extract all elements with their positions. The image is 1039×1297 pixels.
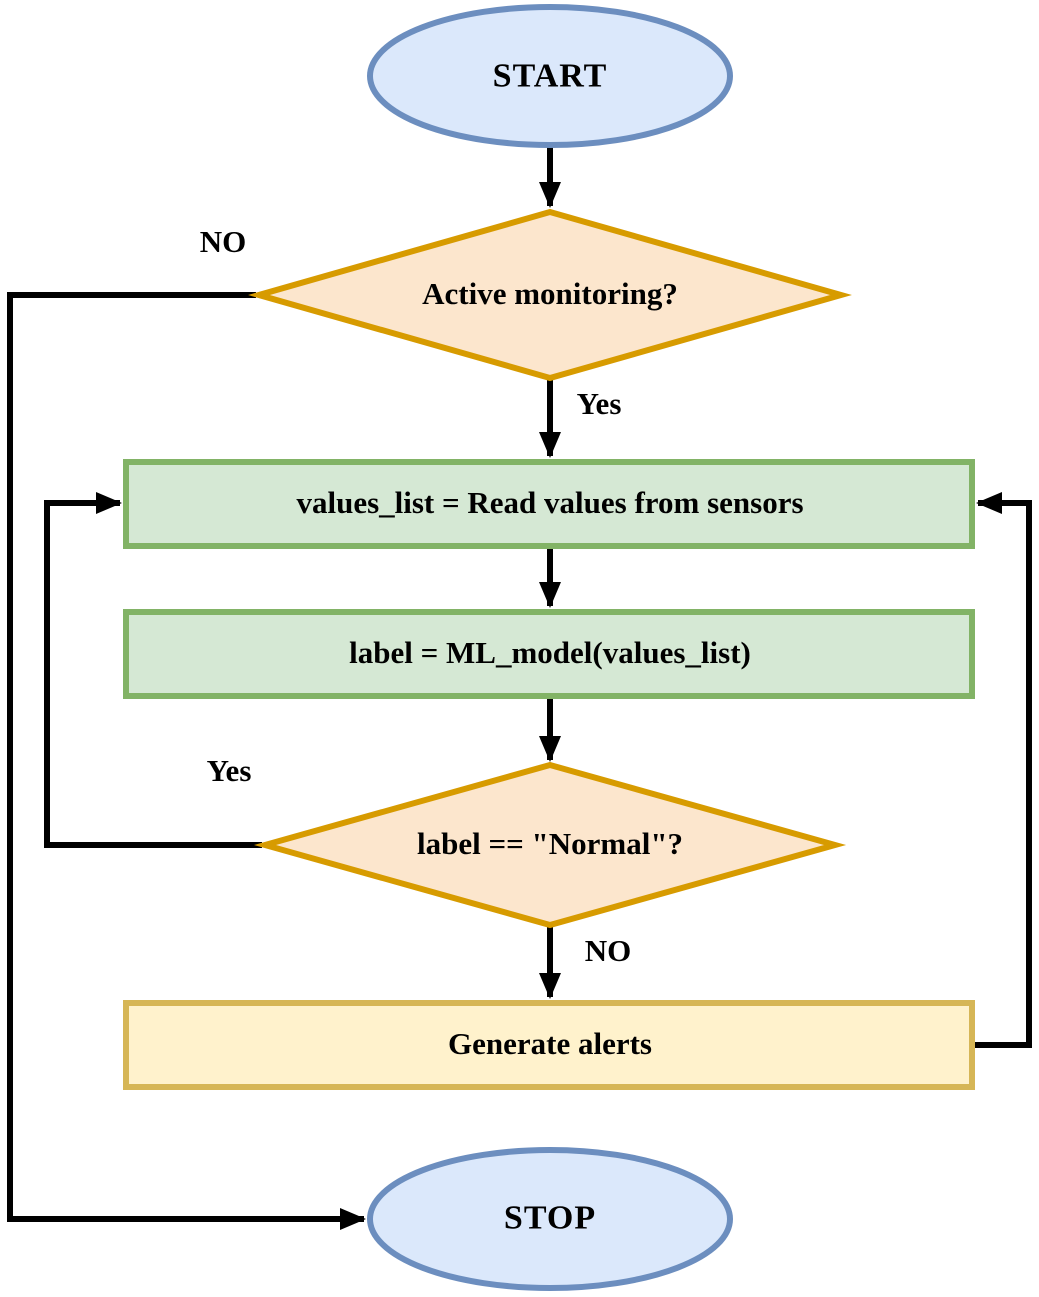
edge-label-normal-yes: Yes xyxy=(206,752,252,788)
edge-label-monitoring-yes: Yes xyxy=(576,385,622,421)
connector-monitoring-no-to-stop xyxy=(7,292,366,1230)
ml-model-label: label = ML_model(values_list) xyxy=(349,634,751,670)
active-monitoring-decision-shape xyxy=(248,208,852,382)
stop-node-label: STOP xyxy=(503,1199,597,1237)
normal-check-decision-shape xyxy=(253,761,847,929)
start-node-label: START xyxy=(492,57,608,95)
read-values-process-shape xyxy=(123,459,975,549)
read-values-label: values_list = Read values from sensors xyxy=(296,484,804,520)
active-monitoring-label: Active monitoring? xyxy=(422,275,678,311)
connector-normal-yes-loop-to-read-values xyxy=(44,492,262,848)
generate-alerts-label: Generate alerts xyxy=(448,1025,652,1061)
connector-alerts-loop-to-read-values xyxy=(975,492,1032,1048)
edge-label-normal-no: NO xyxy=(584,932,632,968)
start-node-shape xyxy=(367,4,733,148)
ml-model-process-shape xyxy=(123,609,975,699)
edge-label-monitoring-no: NO xyxy=(199,223,247,259)
normal-check-label: label == "Normal"? xyxy=(416,825,684,861)
generate-alerts-process-shape xyxy=(123,1000,975,1090)
stop-node-shape xyxy=(367,1147,733,1291)
